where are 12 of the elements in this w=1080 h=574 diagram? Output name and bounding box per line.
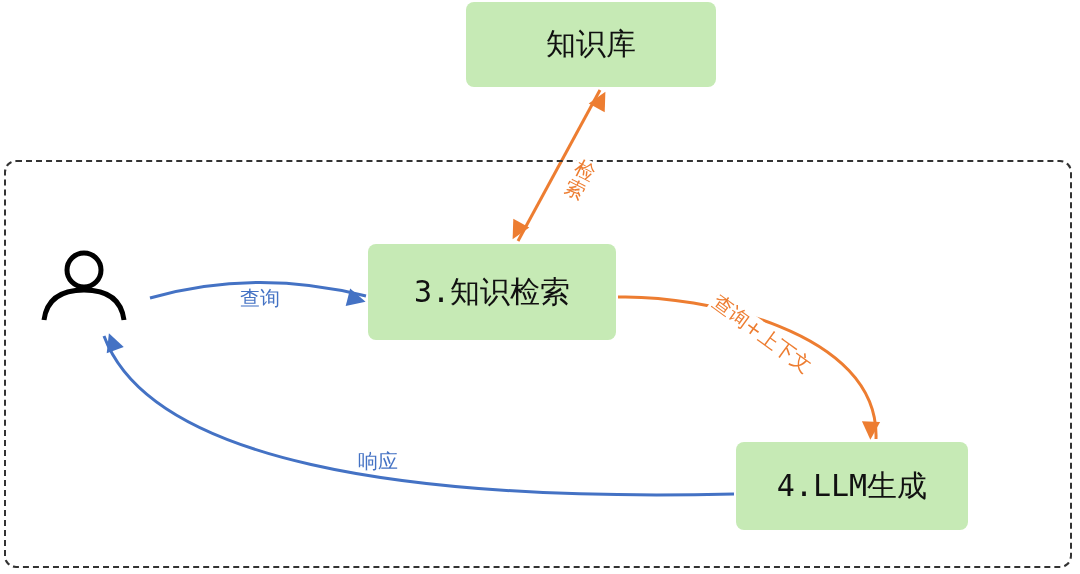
arrow xyxy=(102,332,734,497)
process-box xyxy=(736,442,968,530)
arrow xyxy=(149,281,367,307)
box-label: 知识库 xyxy=(546,25,636,63)
arrow xyxy=(512,89,606,242)
process-box xyxy=(466,2,716,87)
edge-label: 查询 xyxy=(238,287,282,309)
process-box xyxy=(368,244,616,340)
edge-label: 响应 xyxy=(356,450,400,472)
box-label: 4.LLM生成 xyxy=(776,466,928,505)
box-label: 3.知识检索 xyxy=(413,272,571,311)
dashed-boundary-box xyxy=(4,160,1072,568)
